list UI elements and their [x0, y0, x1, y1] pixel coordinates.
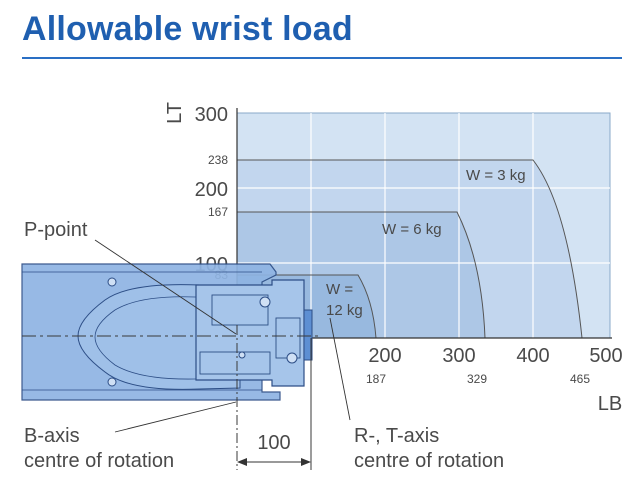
dimension-label: 100 [257, 432, 290, 454]
dimension-100 [237, 458, 311, 466]
b-axis-label-line1: B-axis [24, 425, 80, 447]
y-tick-300: 300 [195, 104, 228, 126]
curve-label-3kg: W = 3 kg [466, 167, 526, 184]
x-mark-329: 329 [467, 372, 487, 386]
curve-3kg [237, 159, 583, 339]
curve-label-12kg-line1: W = [326, 281, 353, 298]
curve-label-12kg-line2: 12 kg [326, 302, 363, 319]
robot-wrist-illustration [21, 263, 320, 470]
y-mark-238: 238 [208, 153, 228, 167]
page-title: Allowable wrist load [22, 10, 353, 48]
curve-outlines [237, 159, 583, 339]
tool-flange [303, 309, 313, 361]
wrist-block [195, 279, 305, 387]
leader-lines [94, 239, 351, 433]
b-axis-label-line2: centre of rotation [24, 450, 174, 472]
x-mark-187: 187 [366, 372, 386, 386]
x-axis-label: LB [598, 393, 622, 415]
curve-label-6kg: W = 6 kg [382, 221, 442, 238]
rt-axis-label-line1: R-, T-axis [354, 425, 439, 447]
x-tick-500: 500 [589, 345, 622, 367]
grid-lines [237, 113, 610, 338]
x-mark-465: 465 [570, 372, 590, 386]
x-tick-300: 300 [442, 345, 475, 367]
p-point-label: P-point [24, 219, 88, 241]
curve-12kg [237, 274, 377, 339]
y-mark-167: 167 [208, 205, 228, 219]
x-tick-200: 200 [368, 345, 401, 367]
y-axis-label: LT [164, 102, 186, 124]
title-underline [22, 57, 622, 59]
rt-axis-label-line2: centre of rotation [354, 450, 504, 472]
y-tick-200: 200 [195, 179, 228, 201]
x-tick-400: 400 [516, 345, 549, 367]
bolt-circles [107, 277, 298, 387]
curve-6kg [237, 211, 486, 339]
